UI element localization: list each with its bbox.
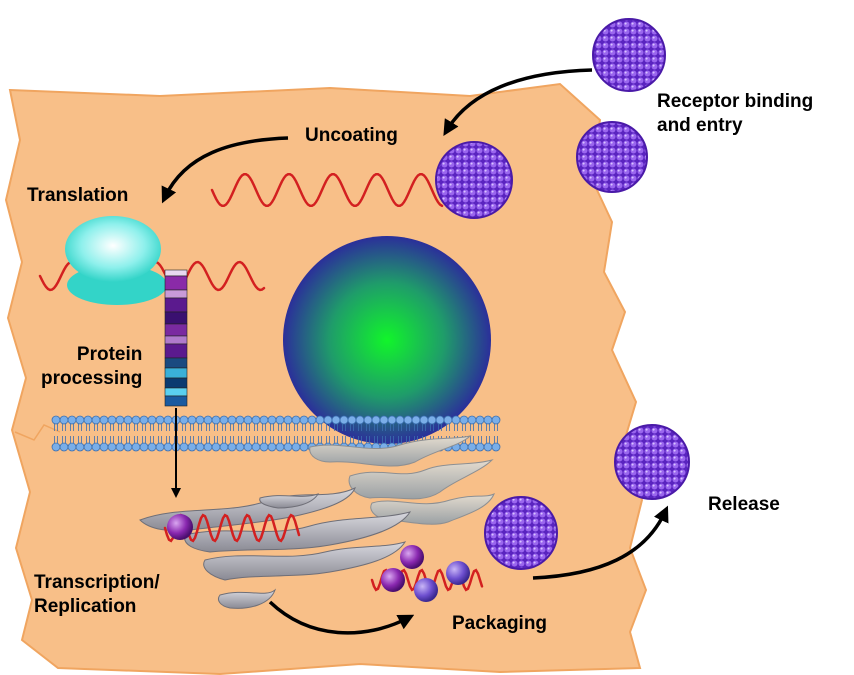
polyprotein-segment — [164, 395, 188, 407]
label-receptor-binding: Receptor binding and entry — [657, 91, 814, 136]
polyprotein-segment — [164, 335, 188, 345]
virion-uncoating — [435, 141, 513, 219]
virion-extracellular — [592, 18, 666, 92]
process-arrows — [161, 68, 669, 635]
label-transcription-replication: Transcription/ Replication — [34, 572, 160, 617]
polyprotein-segment — [164, 323, 188, 337]
label-protein-processing: Protein processing — [41, 344, 143, 389]
polyprotein-segment — [164, 343, 188, 359]
ribosome — [65, 216, 167, 305]
nucleus — [283, 236, 491, 444]
polyprotein-segment — [164, 311, 188, 325]
cell-seam — [14, 424, 61, 441]
label-translation: Translation — [27, 185, 129, 206]
polyprotein-segment — [164, 367, 188, 379]
endoplasmic-reticulum — [139, 486, 412, 609]
virion-assembled — [484, 496, 558, 570]
polyprotein-segment — [164, 387, 188, 397]
label-packaging: Packaging — [452, 613, 548, 634]
virion-released — [614, 424, 690, 500]
polyprotein-segment — [164, 269, 188, 277]
label-release: Release — [708, 494, 780, 515]
replication-arrow — [268, 600, 415, 635]
polyprotein-segment — [164, 289, 188, 299]
polyprotein-segment — [164, 377, 188, 389]
capsid-proteins — [167, 514, 470, 602]
nascent-polyprotein — [164, 269, 188, 407]
virions — [435, 18, 690, 570]
release-arrow — [532, 505, 669, 580]
polyprotein-segment — [164, 275, 188, 291]
entry-arrow — [443, 68, 593, 136]
polyprotein-segment — [164, 297, 188, 313]
incoming-rna — [210, 172, 444, 208]
uncoating-arrow — [161, 136, 289, 204]
label-uncoating: Uncoating — [305, 125, 398, 146]
virion-bound — [576, 121, 648, 193]
polyprotein-segment — [164, 357, 188, 369]
